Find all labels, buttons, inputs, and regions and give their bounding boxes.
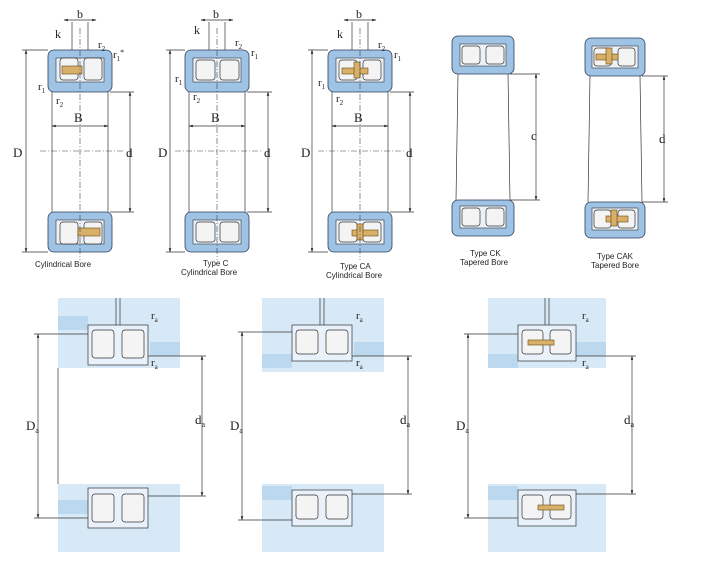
label-B-1: B — [74, 110, 83, 125]
caption-type-ck-1: Type CK — [470, 249, 501, 258]
label-da-m1: da — [195, 412, 206, 429]
label-k-2: k — [194, 23, 200, 37]
label-ra-m1b: ra — [151, 357, 159, 371]
caption-type-ca-2: Cylindrical Bore — [326, 271, 383, 280]
label-d-5: d — [659, 131, 666, 146]
label-D-2: D — [158, 145, 167, 160]
label-ra-m2a: ra — [356, 310, 364, 324]
label-da-m3: da — [624, 412, 635, 429]
label-d-2: d — [264, 145, 271, 160]
bearing-type-ca — [308, 18, 414, 260]
caption-type-cak-1: Type CAK — [597, 252, 634, 261]
caption-type-c-2: Cylindrical Bore — [181, 268, 238, 277]
label-r2-1b: r2 — [56, 95, 64, 109]
mounting-diagram-1 — [34, 298, 206, 552]
label-B-3: B — [354, 110, 363, 125]
label-r1-3: r1 — [394, 49, 402, 63]
label-D-1: D — [13, 145, 22, 160]
mounting-diagram-3 — [464, 298, 636, 552]
label-d-3: d — [406, 145, 413, 160]
label-ra-m3a: ra — [582, 310, 590, 324]
label-r2-3: r2 — [378, 39, 386, 53]
label-k-1: k — [55, 27, 61, 41]
label-D-3: D — [301, 145, 310, 160]
bearing-type-ck — [451, 35, 540, 237]
caption-type-c-1: Type C — [203, 259, 229, 268]
label-r2-2b: r2 — [193, 91, 201, 105]
label-r1-2: r1 — [251, 47, 259, 61]
label-r2-3b: r2 — [336, 93, 344, 107]
caption-type-cak-2: Tapered Bore — [591, 261, 640, 270]
caption-type-ck-2: Tapered Bore — [460, 258, 509, 267]
label-r1-1: r1 — [38, 81, 46, 95]
bearing-type-c — [166, 18, 272, 260]
label-k-3: k — [337, 27, 343, 41]
caption-cylindrical-bore: Cylindrical Bore — [35, 260, 92, 269]
label-r1-2b: r1 — [175, 73, 183, 87]
label-r1-star-1: r1* — [113, 48, 124, 63]
label-Da-m3: Da — [456, 418, 469, 435]
label-Da-m2: Da — [230, 418, 243, 435]
label-r1-3b: r1 — [318, 77, 326, 91]
label-da-m2: da — [400, 412, 411, 429]
label-B-2: B — [211, 110, 220, 125]
bearing-cylindrical-bore — [22, 18, 134, 260]
label-r2-2: r2 — [235, 37, 243, 51]
label-c-4: c — [531, 128, 537, 143]
label-b-3: b — [356, 7, 362, 21]
label-ra-m2b: ra — [356, 357, 364, 371]
caption-type-ca-1: Type CA — [340, 262, 371, 271]
mounting-diagram-2 — [238, 298, 412, 552]
label-b-2: b — [213, 7, 219, 21]
label-b-1: b — [77, 7, 83, 21]
bearing-type-cak — [584, 37, 668, 239]
label-Da-m1: Da — [26, 418, 39, 435]
label-ra-m3b: ra — [582, 357, 590, 371]
label-r2-1: r2 — [98, 39, 106, 53]
label-d-1: d — [126, 145, 133, 160]
label-ra-m1a: ra — [151, 310, 159, 324]
